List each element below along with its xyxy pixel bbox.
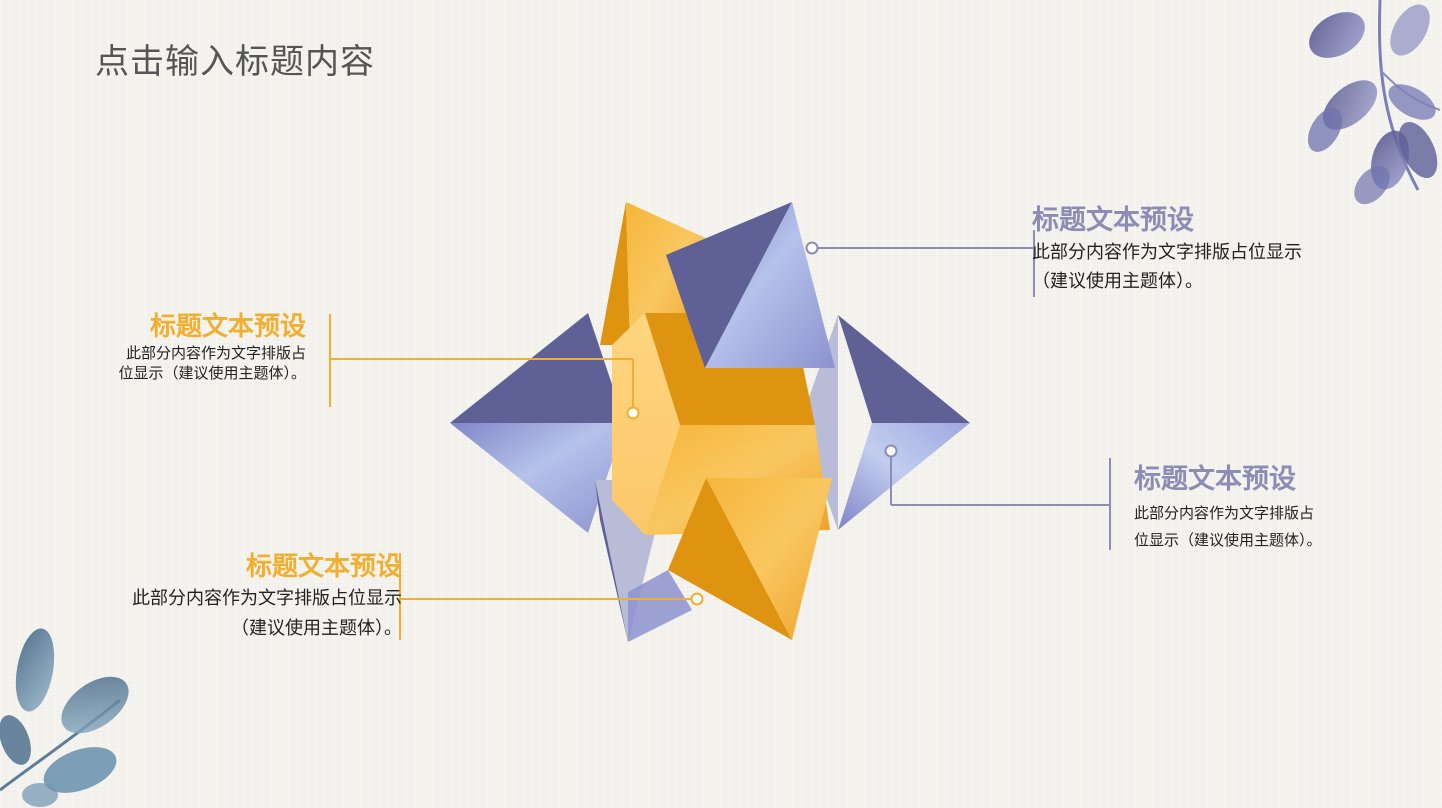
connector-dot-bottom-left <box>690 592 704 606</box>
cube-left-face <box>612 313 680 535</box>
connector-bottom-left <box>399 553 704 640</box>
text-block-middle-left: 标题文本预设 此部分内容作为文字排版占 位显示（建议使用主题体）。 <box>118 306 306 383</box>
bottom-orange-pyramid-dark <box>668 478 792 640</box>
leaf-branch-top-right-icon <box>1307 0 1441 205</box>
right-pyramid-light-face <box>800 315 838 530</box>
connector-dot-middle-left <box>626 406 640 420</box>
leaf-branch-bottom-left-icon <box>0 628 129 807</box>
block-body-line-2: 位显示（建议使用主题体）。 <box>1134 531 1322 549</box>
block-body-line-1: 此部分内容作为文字排版占位显示 <box>1032 242 1302 263</box>
left-pyramid-top-face <box>450 313 625 423</box>
geometric-star-diagram <box>450 202 970 642</box>
text-block-middle-right: 标题文本预设 此部分内容作为文字排版占 位显示（建议使用主题体）。 <box>1134 457 1322 550</box>
block-heading: 标题文本预设 <box>245 552 402 582</box>
text-block-top-right: 标题文本预设 此部分内容作为文字排版占位显示 （建议使用主题体）。 <box>1032 198 1302 295</box>
top-purple-pyramid-dark <box>666 202 792 368</box>
page-title: 点击输入标题内容 <box>95 42 375 82</box>
block-body-line-2: （建议使用主题体）。 <box>1032 271 1203 292</box>
bottom-left-purple-sliver <box>628 570 692 642</box>
top-orange-pyramid-dark <box>600 202 630 345</box>
text-block-bottom-left: 标题文本预设 此部分内容作为文字排版占位显示 （建议使用主题体）。 <box>132 546 402 643</box>
block-heading: 标题文本预设 <box>149 312 306 342</box>
bottom-orange-pyramid-light <box>706 478 832 640</box>
block-body-line-2: （建议使用主题体）。 <box>231 618 402 639</box>
right-pyramid-top-face <box>838 315 970 423</box>
connector-dot-top-right <box>805 241 819 255</box>
block-heading: 标题文本预设 <box>1134 464 1296 495</box>
block-body-line-2: 位显示（建议使用主题体）。 <box>118 364 306 382</box>
block-heading: 标题文本预设 <box>1032 205 1194 236</box>
block-body-line-1: 此部分内容作为文字排版占位显示 <box>132 588 402 609</box>
left-pyramid-bottom-face <box>450 423 625 533</box>
block-body-line-1: 此部分内容作为文字排版占 <box>125 344 306 362</box>
connector-top-right <box>805 230 1035 297</box>
connector-middle-right <box>884 444 1111 550</box>
connector-middle-left <box>329 314 640 420</box>
connector-dot-middle-right <box>884 444 898 458</box>
top-purple-pyramid-light <box>705 202 835 368</box>
right-pyramid-bottom-face <box>838 423 970 530</box>
lower-left-pyramid-shadow <box>595 480 628 642</box>
block-body-line-1: 此部分内容作为文字排版占 <box>1134 504 1315 522</box>
